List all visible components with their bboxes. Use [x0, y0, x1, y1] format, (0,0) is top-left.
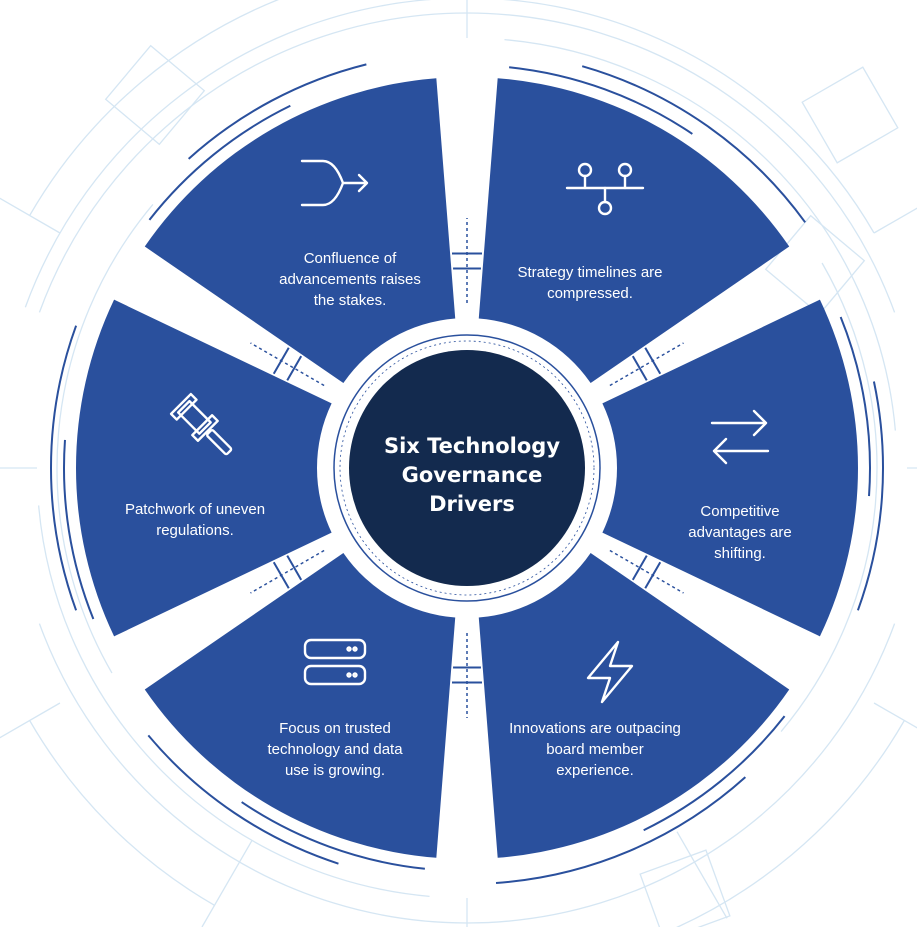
- segments-ring: [50, 63, 884, 884]
- label-competitive: Competitive advantages are shifting.: [688, 503, 792, 562]
- deco-arc: [29, 0, 280, 216]
- segment-confluence: [144, 78, 456, 384]
- server-stack-icon: [303, 638, 367, 686]
- gap-dotted-line: [250, 342, 325, 387]
- label-innovation: Innovations are outpacing board member e…: [509, 720, 681, 779]
- gavel-icon: [169, 392, 233, 456]
- deco-arc: [38, 623, 896, 924]
- gap-tick: [644, 347, 662, 375]
- outer-bracket-arc: [148, 104, 291, 221]
- label-strategy: Strategy timelines are compressed.: [517, 264, 663, 302]
- deco-box: [104, 44, 206, 146]
- gap-tick: [631, 355, 648, 381]
- gap-connector: [452, 633, 482, 718]
- segment-innovation: [478, 552, 790, 858]
- deco-arc: [504, 38, 897, 431]
- deco-line: [676, 831, 728, 919]
- deco-line: [0, 702, 61, 739]
- deco-arc: [24, 0, 875, 308]
- branch-nodes-icon: [565, 162, 645, 216]
- label-regulation: Patchwork of uneven regulations.: [124, 501, 266, 539]
- gap-tick: [631, 555, 648, 581]
- gap-tick: [644, 561, 662, 589]
- outer-bracket-arc: [241, 801, 425, 870]
- center-title: Six Technology Governance Drivers: [383, 434, 561, 516]
- deco-arc: [56, 204, 154, 674]
- swap-arrows-icon: [710, 409, 770, 465]
- gap-connector: [609, 549, 684, 594]
- center-disc: [349, 350, 585, 586]
- deco-box: [764, 214, 866, 316]
- deco-arc: [780, 262, 878, 732]
- merge-arrow-icon: [300, 159, 369, 207]
- segment-competitive: [602, 299, 858, 637]
- deco-arc: [29, 720, 215, 906]
- outer-bracket-arc: [495, 776, 747, 884]
- deco-box: [639, 849, 731, 927]
- gap-connector: [250, 549, 325, 594]
- center-rings: [319, 320, 615, 616]
- deco-box: [801, 66, 899, 164]
- deco-arc: [37, 505, 430, 898]
- gap-tick: [272, 347, 290, 375]
- label-trusted: Focus on trusted technology and data use…: [267, 720, 403, 779]
- outer-bracket-arc: [856, 381, 884, 611]
- center-ring-line: [333, 334, 601, 602]
- gap-dotted-line: [609, 549, 684, 594]
- gap-tick: [272, 561, 290, 589]
- segment-regulation: [76, 299, 332, 637]
- outer-bracket-arc: [147, 734, 339, 865]
- outer-bracket-arc: [509, 66, 693, 135]
- deco-line: [201, 840, 253, 927]
- gap-tick: [286, 555, 303, 581]
- deco-line: [873, 207, 917, 234]
- outer-bracket-arc: [187, 63, 367, 160]
- outer-bracket-arc: [839, 316, 871, 497]
- deco-line: [0, 197, 61, 234]
- outer-bracket-arc: [643, 715, 786, 832]
- gap-dotted-line: [609, 342, 684, 387]
- gap-tick: [286, 355, 303, 381]
- outer-bracket-arc: [50, 325, 78, 611]
- gap-connector: [250, 342, 325, 387]
- icons-layer: [169, 159, 770, 704]
- outer-bracket-arc: [63, 439, 95, 620]
- segment-trusted: [144, 552, 456, 858]
- deco-arc: [38, 12, 896, 313]
- segment-strategy: [478, 78, 790, 384]
- gap-dotted-line: [250, 549, 325, 594]
- label-confluence: Confluence of advancements raises the st…: [279, 250, 421, 309]
- gap-connector: [452, 218, 482, 303]
- gap-connector: [609, 342, 684, 387]
- deco-arc: [675, 720, 905, 927]
- center-ring-dotted: [339, 340, 595, 596]
- deco-line: [873, 702, 917, 729]
- outer-bracket-arc: [581, 65, 806, 223]
- lightning-bolt-icon: [586, 640, 634, 704]
